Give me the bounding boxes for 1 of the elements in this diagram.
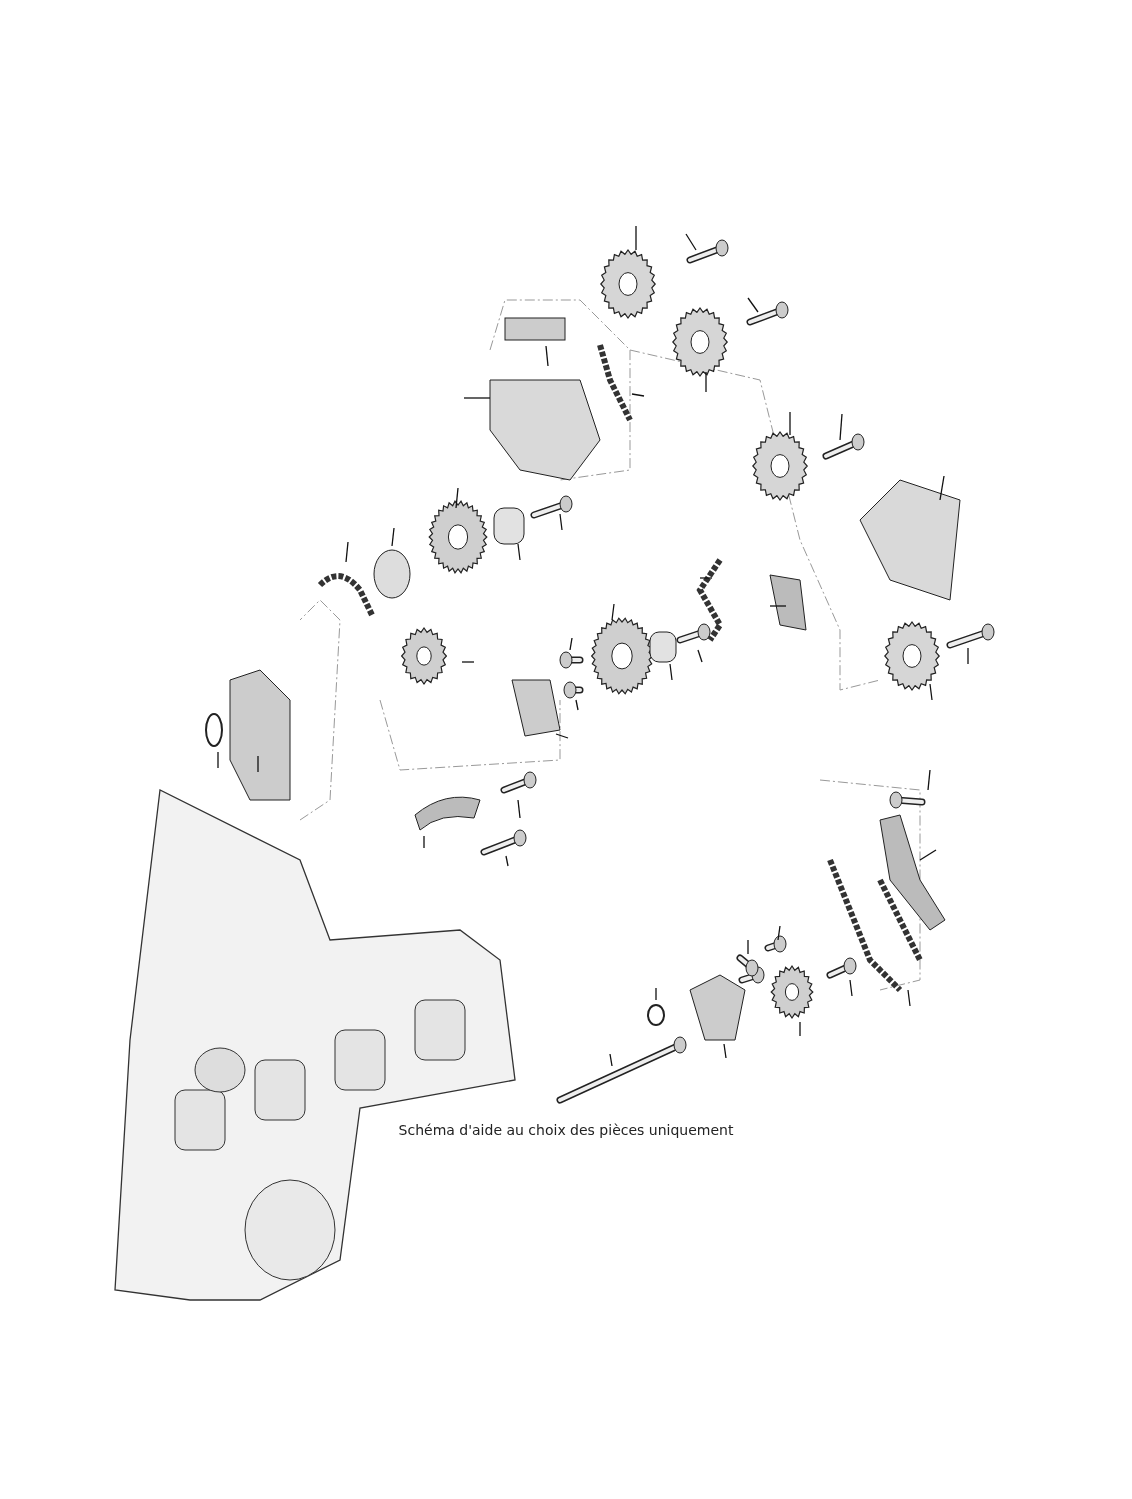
caption: Schéma d'aide au choix des pièces uniquement — [397, 1122, 735, 1138]
